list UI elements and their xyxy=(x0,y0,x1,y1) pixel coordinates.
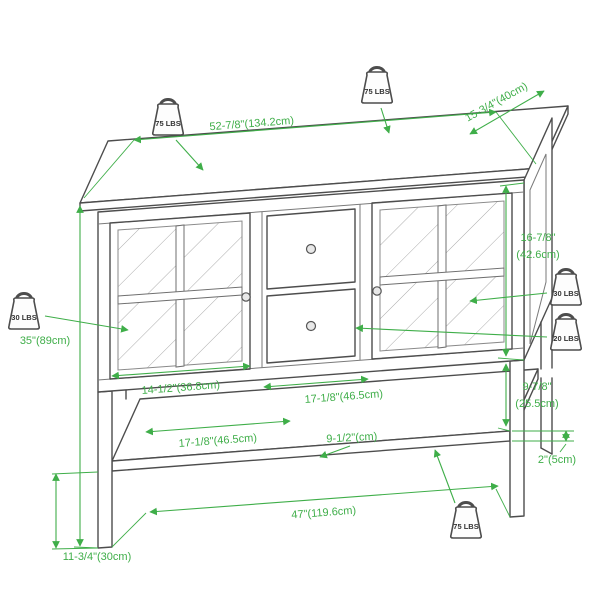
weight-badge-right-door-label: 30 LBS xyxy=(553,289,578,298)
drawer-bank[interactable] xyxy=(266,208,356,364)
dim-upper-height: 16-7/8" (42.6cm) xyxy=(497,182,560,361)
front-left-leg xyxy=(97,390,113,549)
dim-lower-height-in: 9-7/8" xyxy=(523,381,552,393)
dim-shelf-thickness-label: 2"(5cm) xyxy=(538,454,576,466)
back-right-leg-foot xyxy=(540,447,553,455)
dim-upper-height-cm: (42.6cm) xyxy=(516,249,559,261)
weight-badge-drawer: 20 LBS xyxy=(549,313,583,351)
dim-lower-height: 9-7/8" (25.5cm) xyxy=(497,363,559,432)
dim-opening-width-lower-label: 17-1/8"(46.5cm) xyxy=(178,432,257,450)
top-drawer-knob[interactable] xyxy=(305,243,317,255)
left-door-knob[interactable] xyxy=(241,292,251,302)
weight-badge-drawer-label: 20 LBS xyxy=(553,334,578,343)
cabinet-drawing xyxy=(79,105,569,549)
bottom-drawer-knob[interactable] xyxy=(305,320,317,332)
right-glass-door[interactable] xyxy=(371,192,513,360)
dim-opening-width-upper-label: 17-1/8"(46.5cm) xyxy=(304,388,383,406)
cabinet-side-panel-inset xyxy=(529,153,547,345)
dim-lower-height-cm: (25.5cm) xyxy=(515,398,558,410)
dim-overall-height: 35"(89cm) xyxy=(20,205,99,549)
weight-badge-top-center-label: 75 LBS xyxy=(364,87,389,96)
weight-badge-left-door-label: 30 LBS xyxy=(11,313,36,322)
bottom-drawer[interactable] xyxy=(266,288,356,364)
dim-door-width: 14-1/2"(36.8cm) xyxy=(111,362,251,397)
dim-opening-width-lower: 17-1/8"(46.5cm) xyxy=(145,417,291,450)
weight-badge-left-door: 30 LBS xyxy=(7,292,41,330)
dim-leg-height: 11-3/4"(30cm) xyxy=(51,471,132,563)
dim-leg-height-label: 11-3/4"(30cm) xyxy=(63,551,132,563)
weight-badge-top-center: 75 LBS xyxy=(360,66,394,104)
dim-shelf-width: 47"(119.6cm) xyxy=(111,482,511,548)
left-glass-door[interactable] xyxy=(109,212,251,380)
weight-badge-right-door: 30 LBS xyxy=(549,268,583,306)
right-door-knob[interactable] xyxy=(372,286,382,296)
weight-badge-bottom-shelf: 75 LBS xyxy=(449,501,483,539)
dim-upper-height-in: 16-7/8" xyxy=(520,232,555,244)
weight-badges: 75 LBS 75 LBS 30 LBS 30 LBS 20 LBS xyxy=(7,66,583,539)
dim-opening-width-upper: 17-1/8"(46.5cm) xyxy=(263,375,383,406)
dim-door-width-label: 14-1/2"(36.8cm) xyxy=(141,379,220,397)
top-drawer[interactable] xyxy=(266,208,356,290)
dim-shelf-clearance: 9-1/2"(cm) xyxy=(319,431,378,459)
weight-badge-top-left-label: 75 LBS xyxy=(155,119,180,128)
dim-shelf-thickness: 2"(5cm) xyxy=(512,430,576,466)
weight-badge-bottom-shelf-label: 75 LBS xyxy=(453,522,478,531)
weight-badge-top-left: 75 LBS xyxy=(151,98,185,136)
dim-shelf-clearance-label: 9-1/2"(cm) xyxy=(326,431,378,446)
dim-shelf-width-label: 47"(119.6cm) xyxy=(291,505,357,522)
dim-overall-height-label: 35"(89cm) xyxy=(20,335,70,347)
